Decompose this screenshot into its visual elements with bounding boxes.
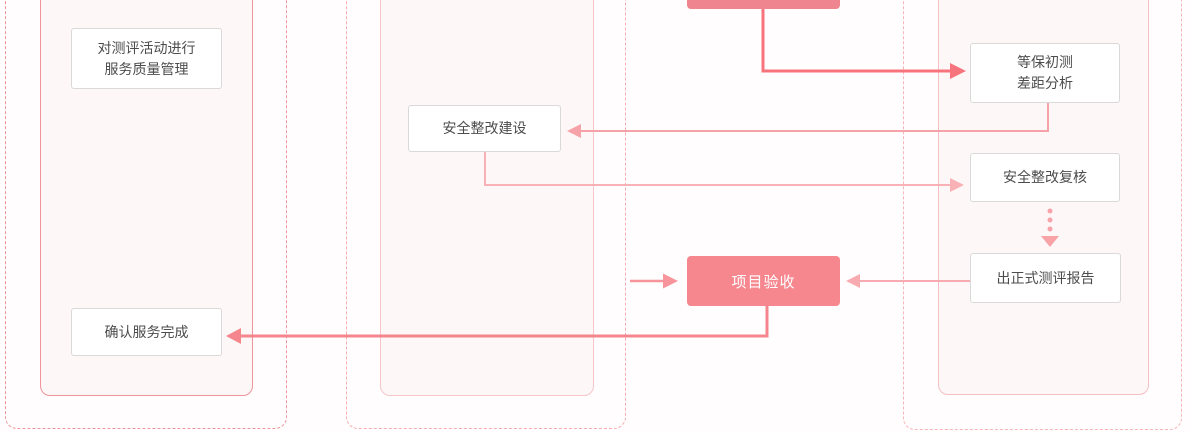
node-label: 安全整改复核	[1003, 169, 1087, 185]
node-rectification-review: 安全整改复核	[970, 153, 1120, 202]
node-label-line: 差距分析	[1017, 75, 1073, 91]
arrowhead-right-icon	[663, 273, 678, 289]
connector-left-to-acceptance	[630, 273, 678, 289]
node-gap-analysis: 等保初测 差距分析	[970, 43, 1120, 103]
node-label: 出正式测评报告	[996, 269, 1095, 286]
node-label-line: 等保初测	[1017, 54, 1073, 70]
node-label-line: 对测评活动进行	[97, 39, 196, 56]
node-quality-management: 对测评活动进行 服务质量管理	[71, 28, 222, 89]
node-security-rectification-build: 安全整改建设	[408, 105, 561, 152]
swimlane-container-left	[5, 0, 287, 429]
node-top-partial	[687, 0, 840, 9]
swimlane-container-right	[903, 0, 1182, 430]
node-confirm-service-done: 确认服务完成	[71, 308, 222, 356]
node-label: 项目验收	[731, 273, 796, 291]
node-final-report: 出正式测评报告	[970, 253, 1121, 303]
swimlane-middle	[380, 0, 594, 396]
node-project-acceptance: 项目验收	[687, 256, 840, 306]
node-label: 确认服务完成	[104, 323, 189, 340]
arrowhead-left-icon	[846, 274, 860, 288]
node-label: 安全整改建设	[442, 120, 527, 136]
node-label-line: 服务质量管理	[104, 60, 189, 77]
swimlane-container-middle	[346, 0, 626, 429]
